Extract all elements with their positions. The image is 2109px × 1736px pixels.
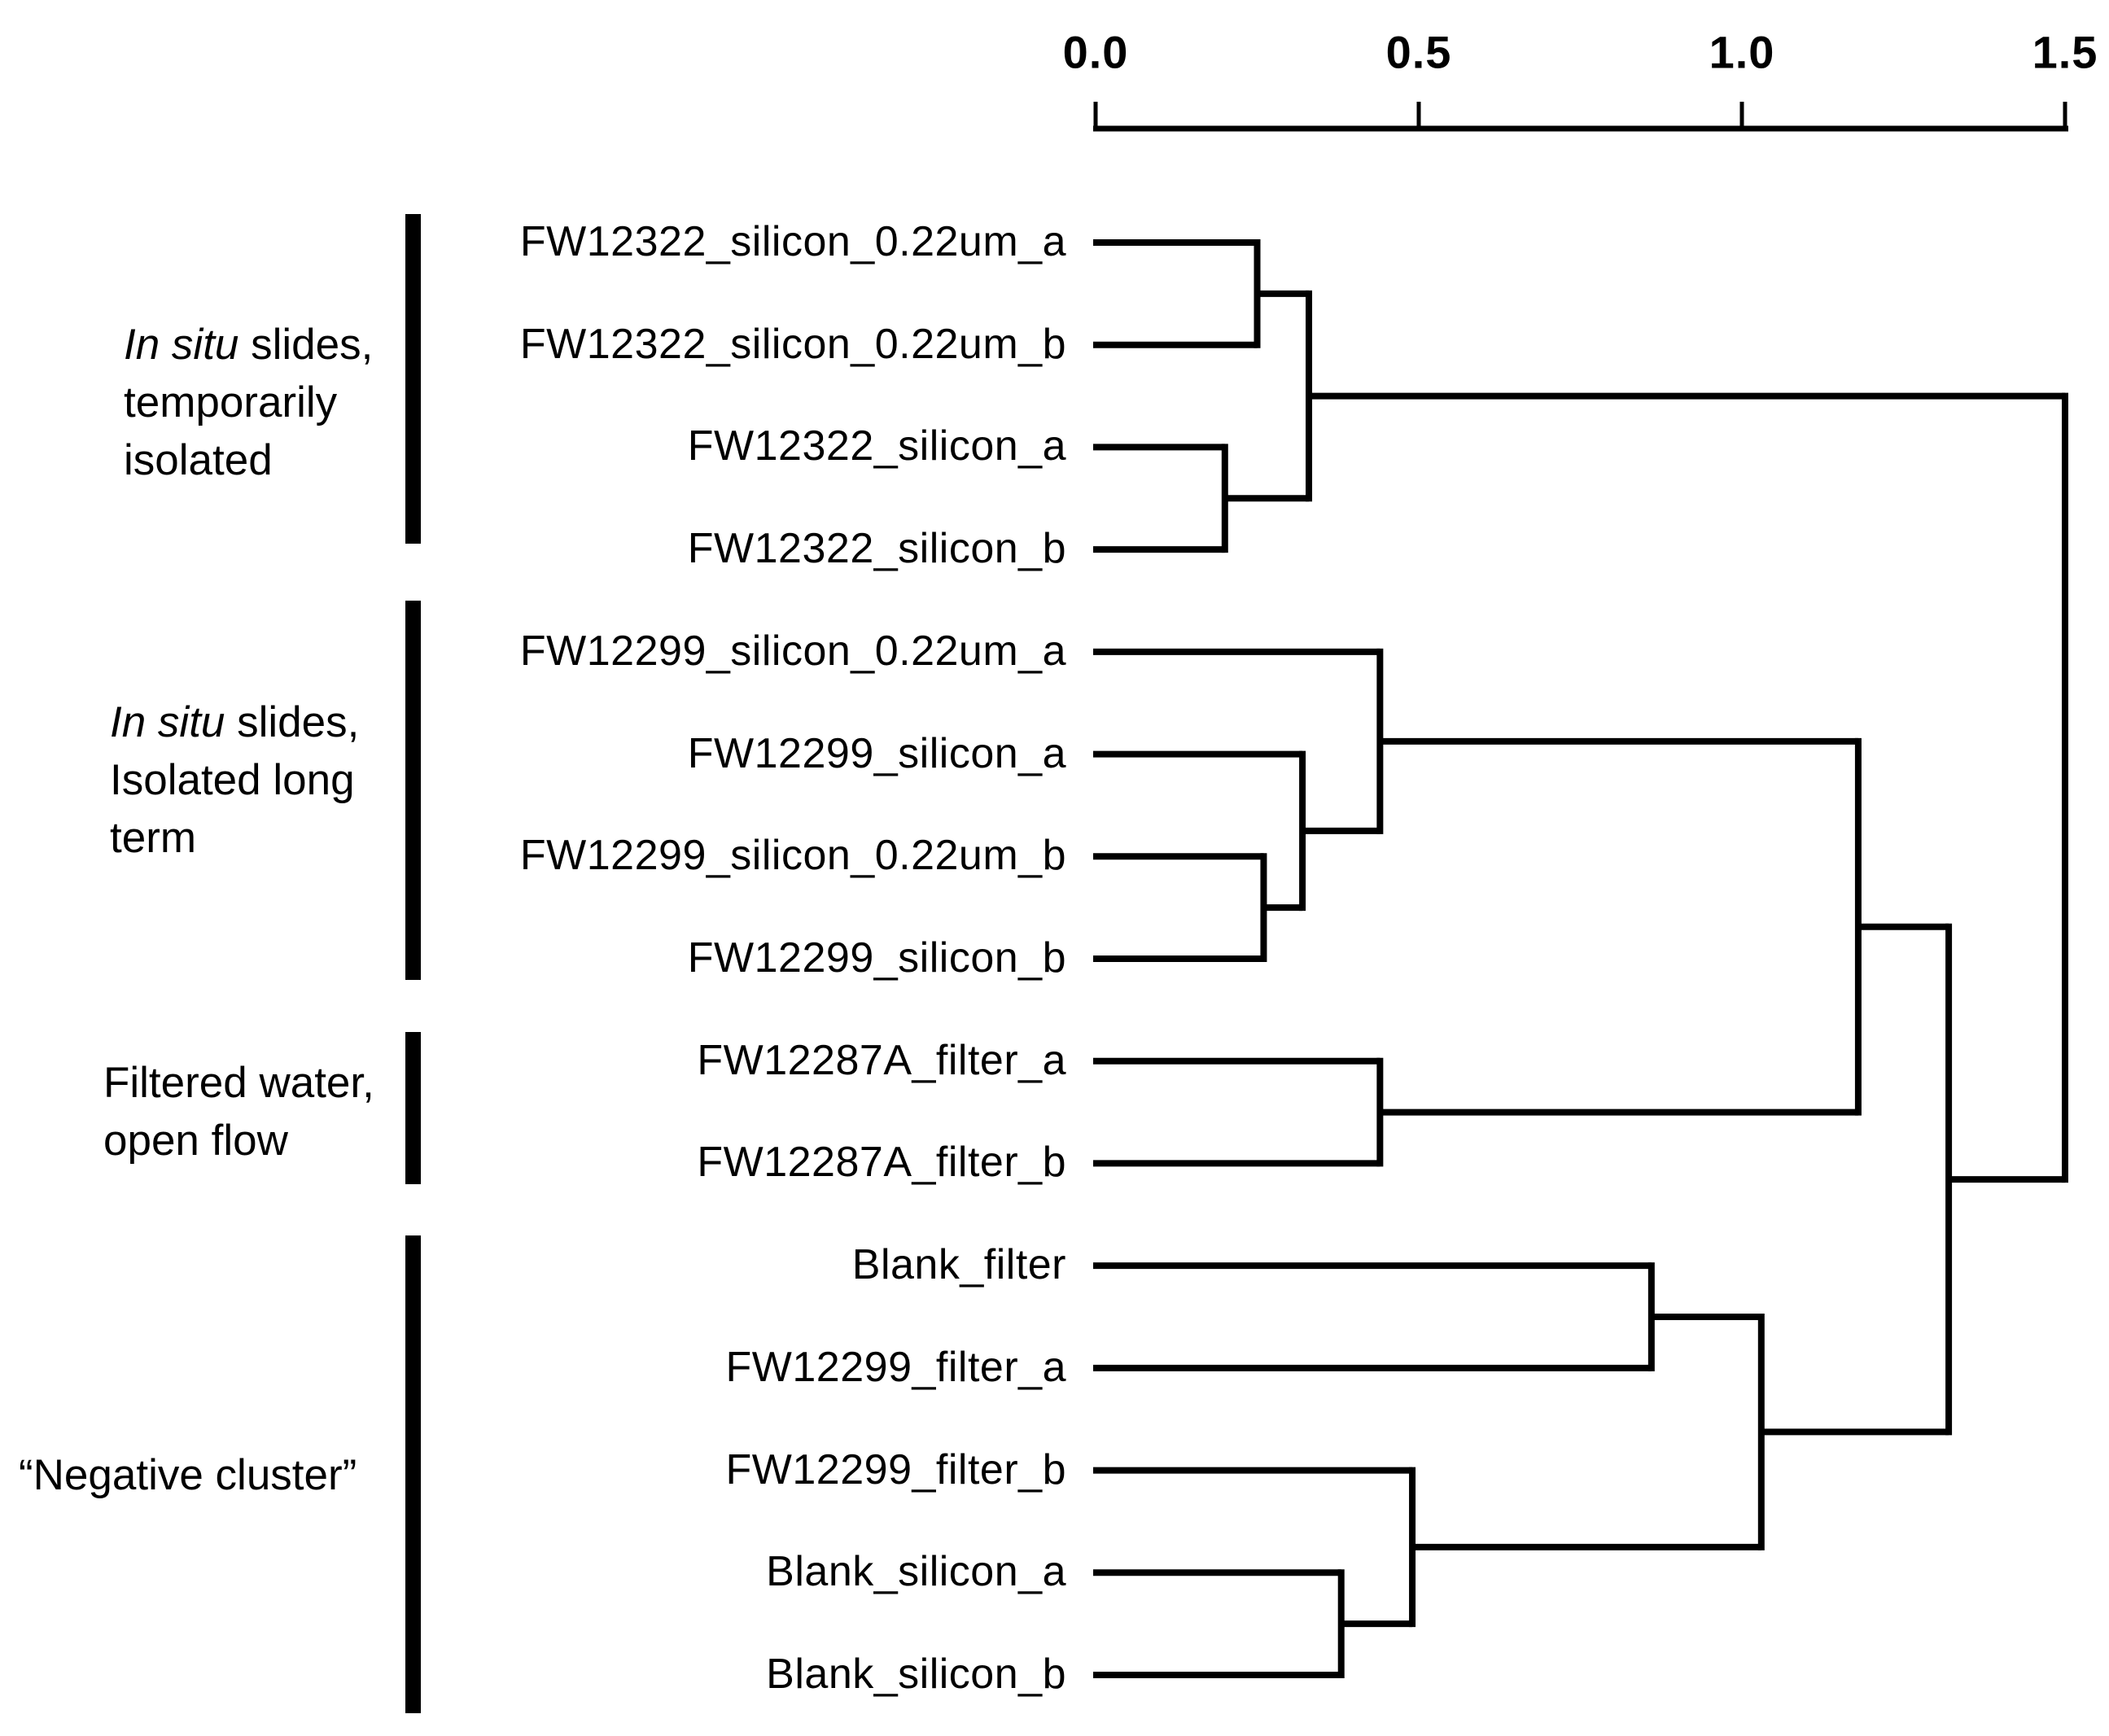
- group-label-italic-segment: In situ: [110, 697, 225, 746]
- leaf-label: Blank_filter: [851, 1240, 1066, 1288]
- group-label-segment: “Negative cluster”: [19, 1450, 357, 1499]
- leaf-label: FW12322_silicon_0.22um_a: [519, 217, 1066, 265]
- group-bar-in-situ-isolated-long-term: [405, 601, 421, 980]
- axis: [1093, 102, 2068, 132]
- leaf-label: Blank_silicon_a: [766, 1548, 1066, 1596]
- group-bar-filtered-water-open-flow: [405, 1032, 421, 1184]
- leaf-label: FW12287A_filter_b: [697, 1139, 1066, 1187]
- group-label-line: isolated: [124, 431, 373, 489]
- group-label-line: Isolated long: [110, 751, 359, 809]
- group-label-segment: Filtered water,: [103, 1058, 374, 1107]
- leaf-label: FW12299_silicon_b: [687, 934, 1066, 982]
- axis-tick-label: 1.0: [1709, 26, 1775, 78]
- group-label-segment: slides,: [238, 320, 374, 369]
- leaf-label: FW12299_silicon_0.22um_b: [519, 832, 1066, 880]
- group-bars: [405, 214, 421, 1713]
- axis-tick-label: 0.0: [1062, 26, 1129, 78]
- group-bar-in-situ-temporarily-isolated: [405, 214, 421, 544]
- axis-tick-label: 1.5: [2032, 26, 2098, 78]
- group-bar-negative-cluster: [405, 1235, 421, 1713]
- leaf-label: Blank_silicon_b: [766, 1650, 1066, 1698]
- dendrogram-links: [1093, 239, 2068, 1678]
- group-label-filtered-water-open-flow: Filtered water, open flow: [103, 1054, 374, 1170]
- group-label-segment: Isolated long: [110, 755, 355, 804]
- axis-tick-label: 0.5: [1385, 26, 1452, 78]
- group-label-line: In situ slides,: [124, 316, 373, 374]
- group-label-segment: isolated: [124, 435, 273, 484]
- group-label-line: term: [110, 809, 359, 867]
- leaf-label: FW12287A_filter_a: [697, 1036, 1066, 1084]
- group-label-line: Filtered water,: [103, 1054, 374, 1112]
- group-label-segment: slides,: [225, 697, 360, 746]
- leaf-label: FW12322_silicon_a: [687, 422, 1066, 470]
- group-label-negative-cluster: “Negative cluster”: [19, 1446, 357, 1504]
- group-label-italic-segment: In situ: [124, 320, 239, 369]
- group-label-segment: temporarily: [124, 378, 338, 426]
- group-label-segment: term: [110, 813, 196, 862]
- leaf-label: FW12299_silicon_a: [687, 729, 1066, 777]
- leaf-label: FW12299_silicon_0.22um_a: [519, 627, 1066, 675]
- group-label-line: temporarily: [124, 374, 373, 431]
- group-label-line: In situ slides,: [110, 693, 359, 751]
- leaf-label: FW12299_filter_b: [725, 1445, 1066, 1493]
- group-label-line: “Negative cluster”: [19, 1446, 357, 1504]
- leaf-label: FW12322_silicon_b: [687, 524, 1066, 572]
- group-label-segment: open flow: [103, 1116, 288, 1165]
- group-label-line: open flow: [103, 1112, 374, 1170]
- leaf-label: FW12322_silicon_0.22um_b: [519, 320, 1066, 368]
- leaf-label: FW12299_filter_a: [725, 1343, 1066, 1391]
